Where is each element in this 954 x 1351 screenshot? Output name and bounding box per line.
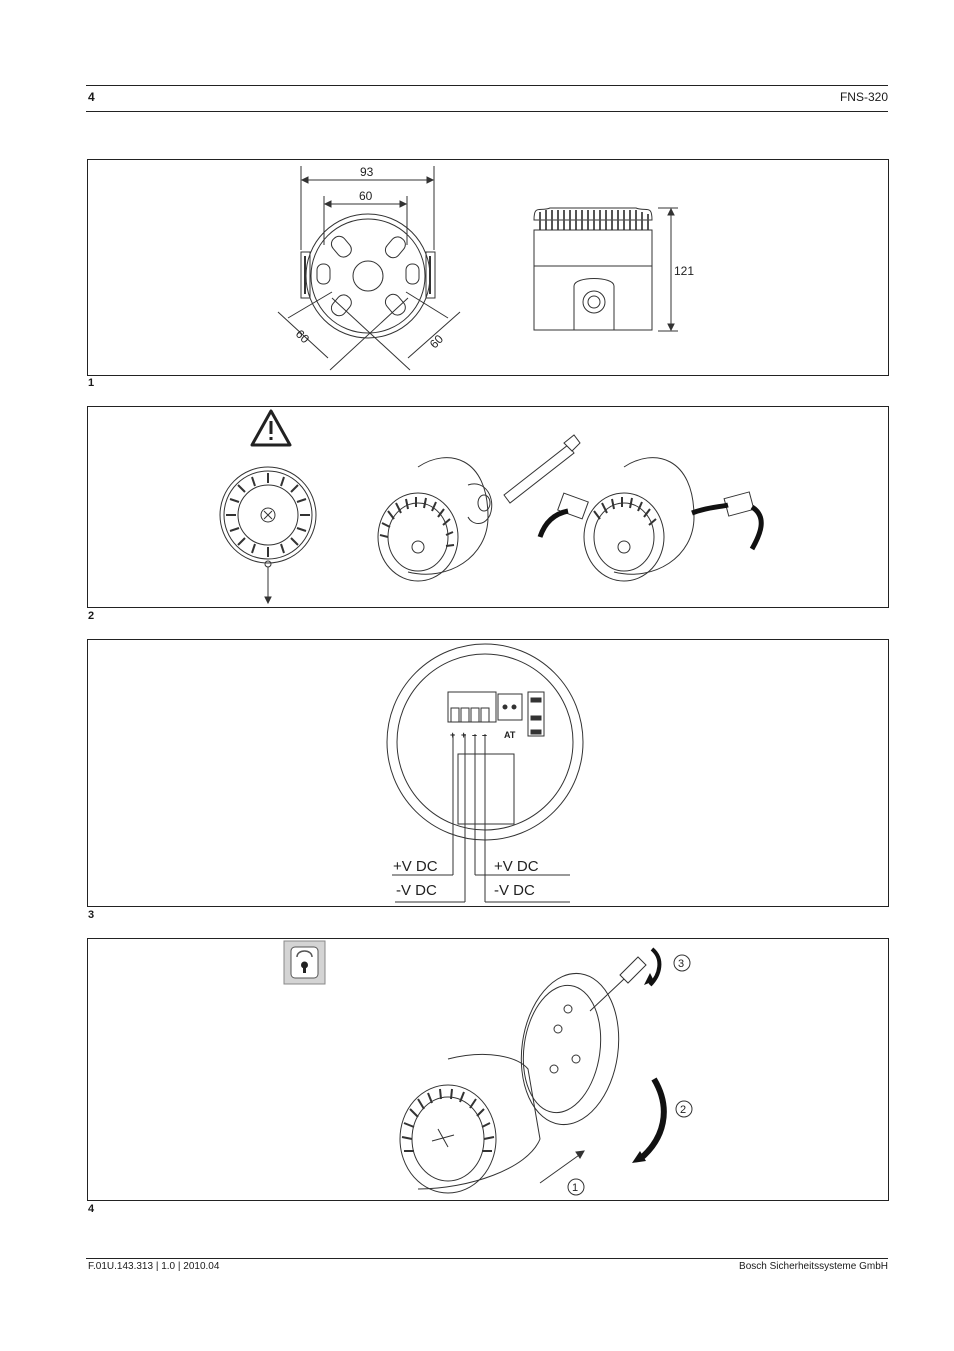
header-bottom-rule xyxy=(86,111,888,112)
figure-1-number: 1 xyxy=(88,377,95,389)
label-pos-right: +V DC xyxy=(494,858,539,875)
warning-icon xyxy=(250,409,292,447)
figure-4-panel: 3 2 1 xyxy=(87,938,889,1201)
svg-text:+: + xyxy=(450,730,455,740)
label-neg-right: -V DC xyxy=(494,882,535,899)
page-number: 4 xyxy=(88,90,95,104)
dim-60-label: 60 xyxy=(359,189,373,203)
label-neg-left: -V DC xyxy=(396,882,437,899)
figure-2-drawing xyxy=(219,409,764,605)
figure-1-panel: 93 60 60 60 121 xyxy=(87,159,889,376)
figure-2-number: 2 xyxy=(88,610,95,622)
dim-60-diag-right-label: 60 xyxy=(427,332,447,352)
dim-93-label: 93 xyxy=(360,165,374,179)
figure-4-drawing: 3 2 1 xyxy=(283,940,693,1196)
figure-3-drawing: + + –– AT +V DC -V DC +V DC -V DC xyxy=(386,643,584,903)
figure-3-panel: + + –– AT +V DC -V DC +V DC -V DC xyxy=(87,639,889,907)
document-title: FNS-320 xyxy=(839,90,888,104)
footer-company: Bosch Sicherheitssysteme GmbH xyxy=(739,1261,888,1272)
dim-60-diag-left-label: 60 xyxy=(293,327,313,347)
step-1-label: 1 xyxy=(572,1182,578,1194)
label-pos-left: +V DC xyxy=(393,858,438,875)
svg-text:–: – xyxy=(482,730,487,740)
footer-rule xyxy=(86,1258,888,1259)
footer-doc-id: F.01U.143.313 | 1.0 | 2010.04 xyxy=(88,1261,220,1272)
lock-icon xyxy=(283,940,326,985)
figure-1-drawing: 93 60 60 60 121 xyxy=(277,165,694,371)
step-3-label: 3 xyxy=(678,958,684,970)
step-2-label: 2 xyxy=(680,1104,686,1116)
svg-text:+: + xyxy=(461,730,466,740)
header-top-rule xyxy=(86,85,888,86)
svg-text:–: – xyxy=(472,730,477,740)
figure-4-number: 4 xyxy=(88,1203,95,1215)
dim-121-label: 121 xyxy=(674,264,694,278)
terminal-label: AT xyxy=(504,730,516,740)
figure-3-number: 3 xyxy=(88,909,95,921)
figure-2-panel xyxy=(87,406,889,608)
